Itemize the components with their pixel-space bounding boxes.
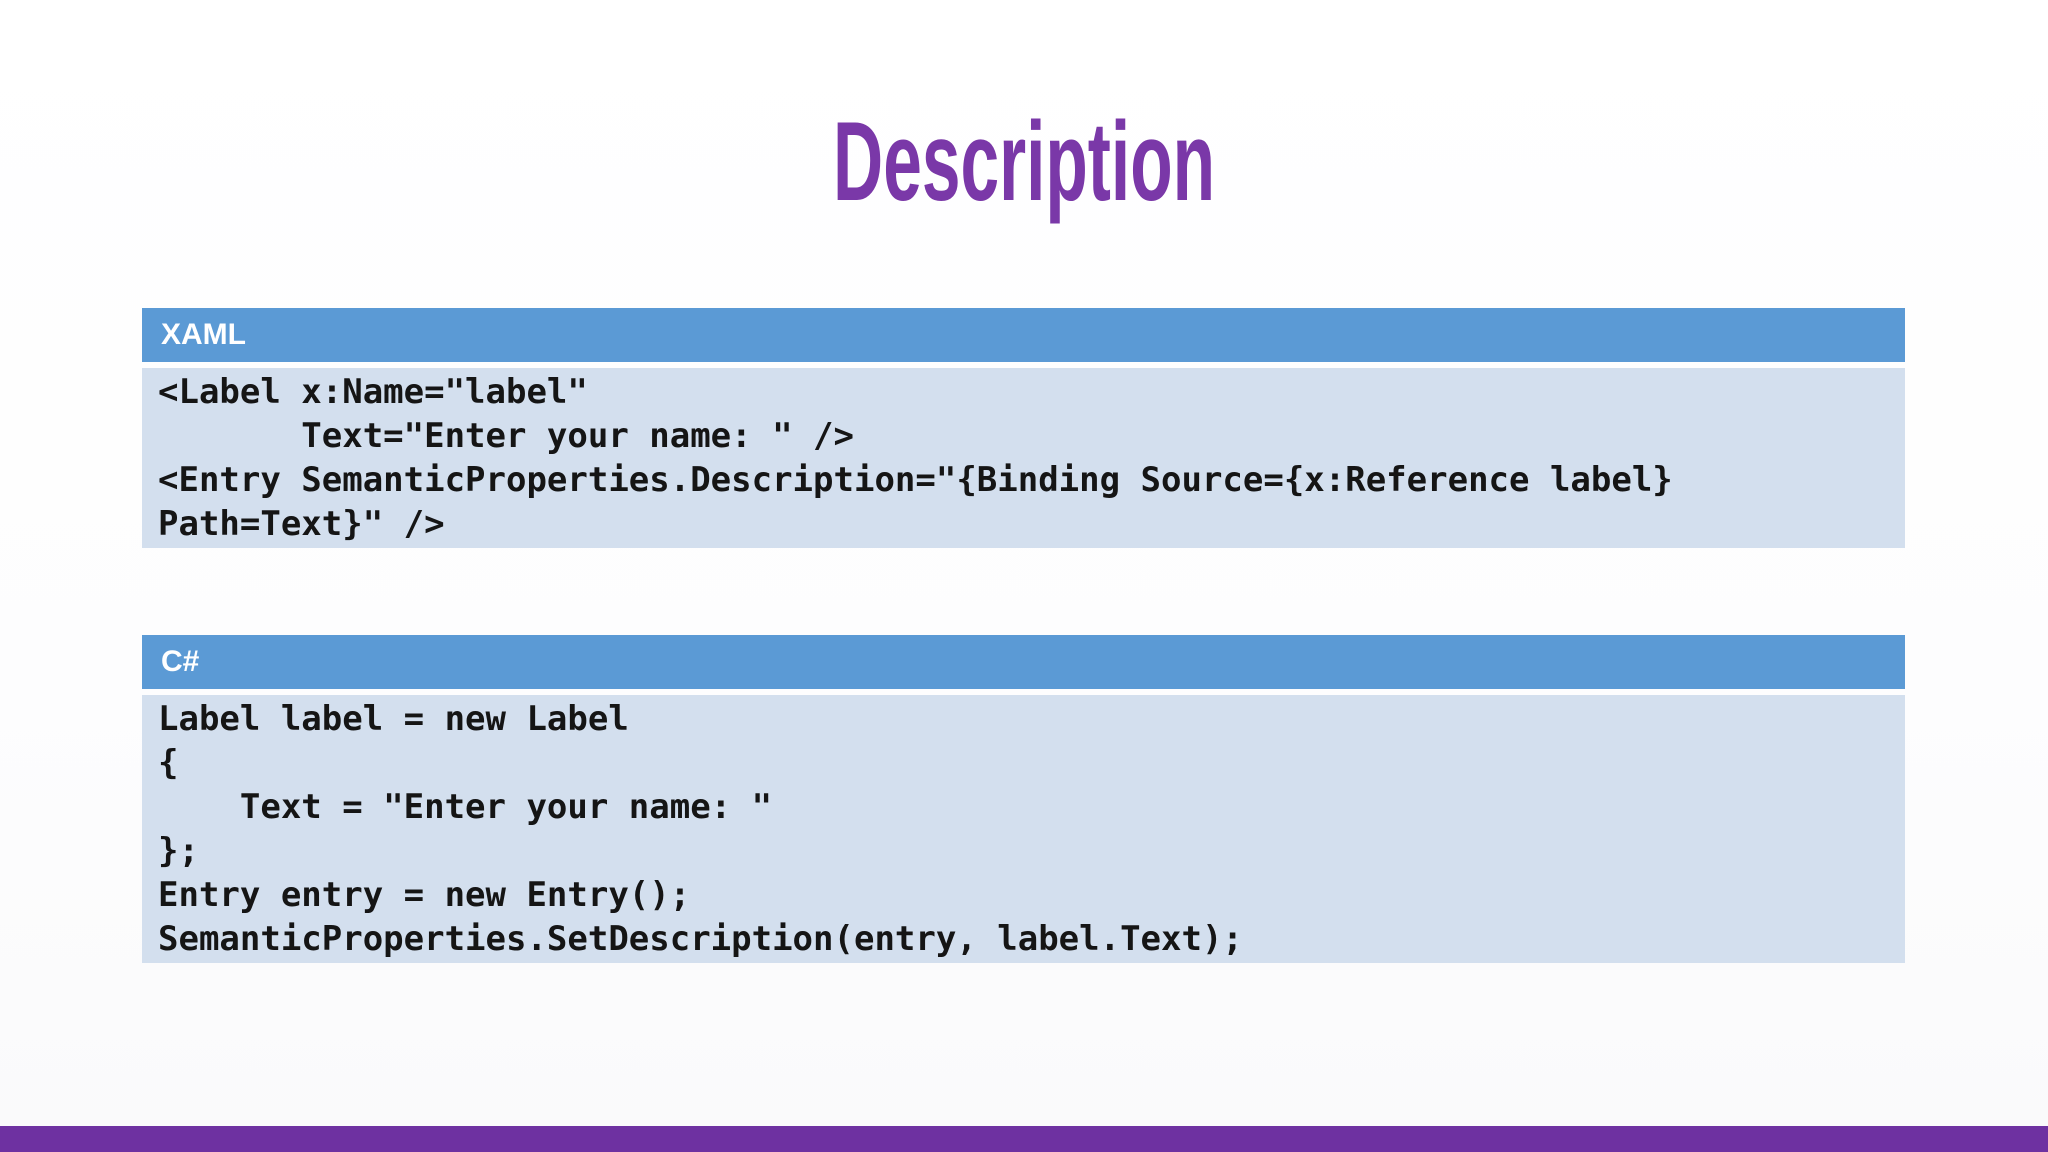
code-line: Text = "Enter your name: " <box>158 787 773 827</box>
code-line: Path=Text}" /> <box>158 504 445 544</box>
code-line: Label label = new Label <box>158 699 629 739</box>
code-language-label-xaml: XAML <box>161 318 246 351</box>
code-language-label-csharp: C# <box>161 645 200 678</box>
code-line: { <box>158 743 179 783</box>
code-line: Text="Enter your name: " /> <box>158 416 854 456</box>
code-body-csharp: Label label = new Label { Text = "Enter … <box>142 695 1905 963</box>
code-line: }; <box>158 831 199 871</box>
code-block-xaml: XAML <Label x:Name="label" Text="Enter y… <box>142 308 1905 548</box>
code-language-header-xaml: XAML <box>142 308 1905 362</box>
code-body-xaml: <Label x:Name="label" Text="Enter your n… <box>142 368 1905 548</box>
footer-accent-bar <box>0 1126 2048 1152</box>
code-line: <Entry SemanticProperties.Description="{… <box>158 460 1673 500</box>
page-title-text: Description <box>832 99 1215 224</box>
code-line: <Label x:Name="label" <box>158 372 588 412</box>
page-title: Description <box>0 100 2048 223</box>
code-language-header-csharp: C# <box>142 635 1905 689</box>
code-line: Entry entry = new Entry(); <box>158 875 691 915</box>
code-line: SemanticProperties.SetDescription(entry,… <box>158 919 1243 959</box>
code-block-csharp: C# Label label = new Label { Text = "Ent… <box>142 635 1905 963</box>
